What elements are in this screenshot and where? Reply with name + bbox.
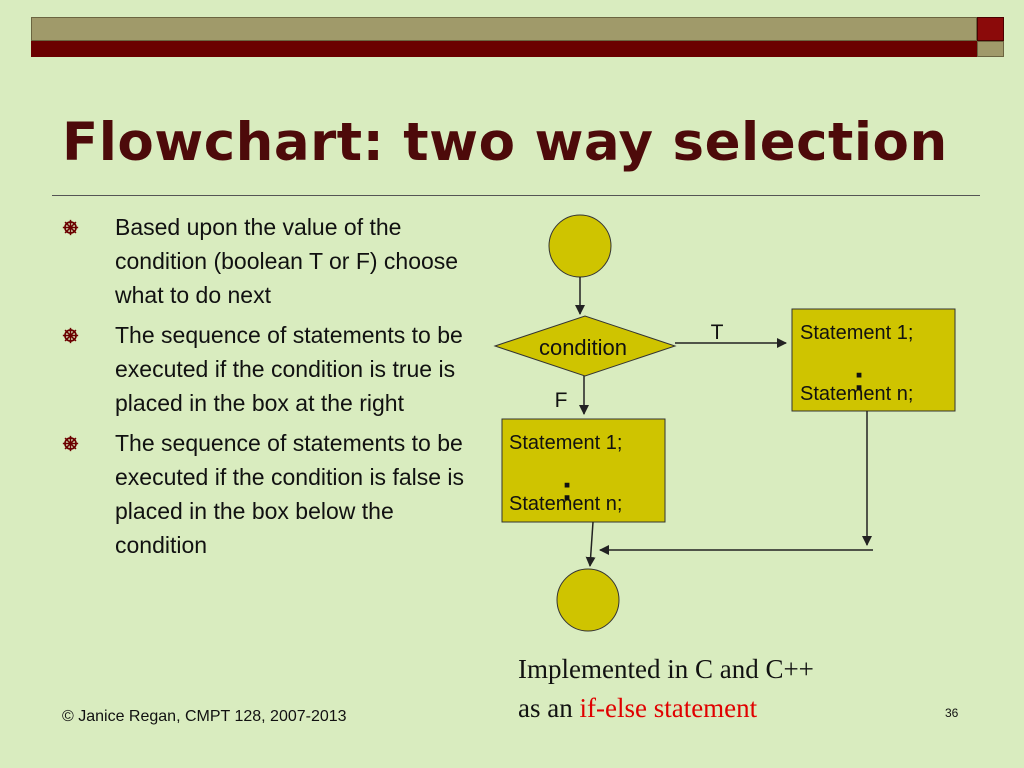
bullet-text: The sequence of statements to be execute… [115, 322, 463, 416]
bullet-text: The sequence of statements to be execute… [115, 430, 465, 558]
implementation-prefix: as an [518, 693, 580, 723]
header-bar-red [31, 41, 977, 57]
false-box-dots: : [561, 470, 572, 508]
implementation-note: Implemented in C and C++ as an if-else s… [518, 650, 938, 728]
false-label: F [555, 389, 568, 412]
dharma-wheel-bullet-icon [62, 219, 79, 236]
true-box-line1: Statement 1; [800, 322, 913, 344]
implementation-line1: Implemented in C and C++ [518, 654, 814, 684]
footer-copyright: © Janice Regan, CMPT 128, 2007-2013 [62, 708, 347, 725]
header-bar-olive [31, 17, 977, 41]
title-divider [52, 195, 980, 196]
end-terminator [556, 568, 620, 632]
corner-square-olive [977, 41, 1004, 57]
if-else-highlight: if-else statement [579, 693, 758, 723]
corner-square-red [977, 17, 1004, 41]
bullet-item: Based upon the value of the condition (b… [62, 210, 472, 312]
condition-decision [493, 315, 677, 377]
implementation-line2: as an if-else statement [518, 689, 938, 728]
true-box-line2: Statement n; [800, 383, 913, 405]
dharma-wheel-bullet-icon [62, 327, 79, 344]
bullet-item: The sequence of statements to be execute… [62, 318, 472, 420]
bullet-item: The sequence of statements to be execute… [62, 426, 472, 562]
true-label: T [711, 321, 724, 344]
start-terminator [548, 214, 612, 278]
true-statements-box [791, 308, 956, 412]
bullet-text: Based upon the value of the condition (b… [115, 214, 459, 308]
false-statements-box [501, 418, 666, 523]
false-box-line1: Statement 1; [509, 432, 622, 454]
bullet-list: Based upon the value of the condition (b… [62, 210, 472, 568]
dharma-wheel-bullet-icon [62, 435, 79, 452]
slide-title: Flowchart: two way selection [62, 112, 948, 173]
page-number: 36 [945, 706, 959, 720]
arrow-to-end [585, 521, 596, 567]
true-box-dots: : [853, 360, 864, 398]
condition-label: condition [539, 335, 627, 360]
false-box-line2: Statement n; [509, 493, 622, 515]
